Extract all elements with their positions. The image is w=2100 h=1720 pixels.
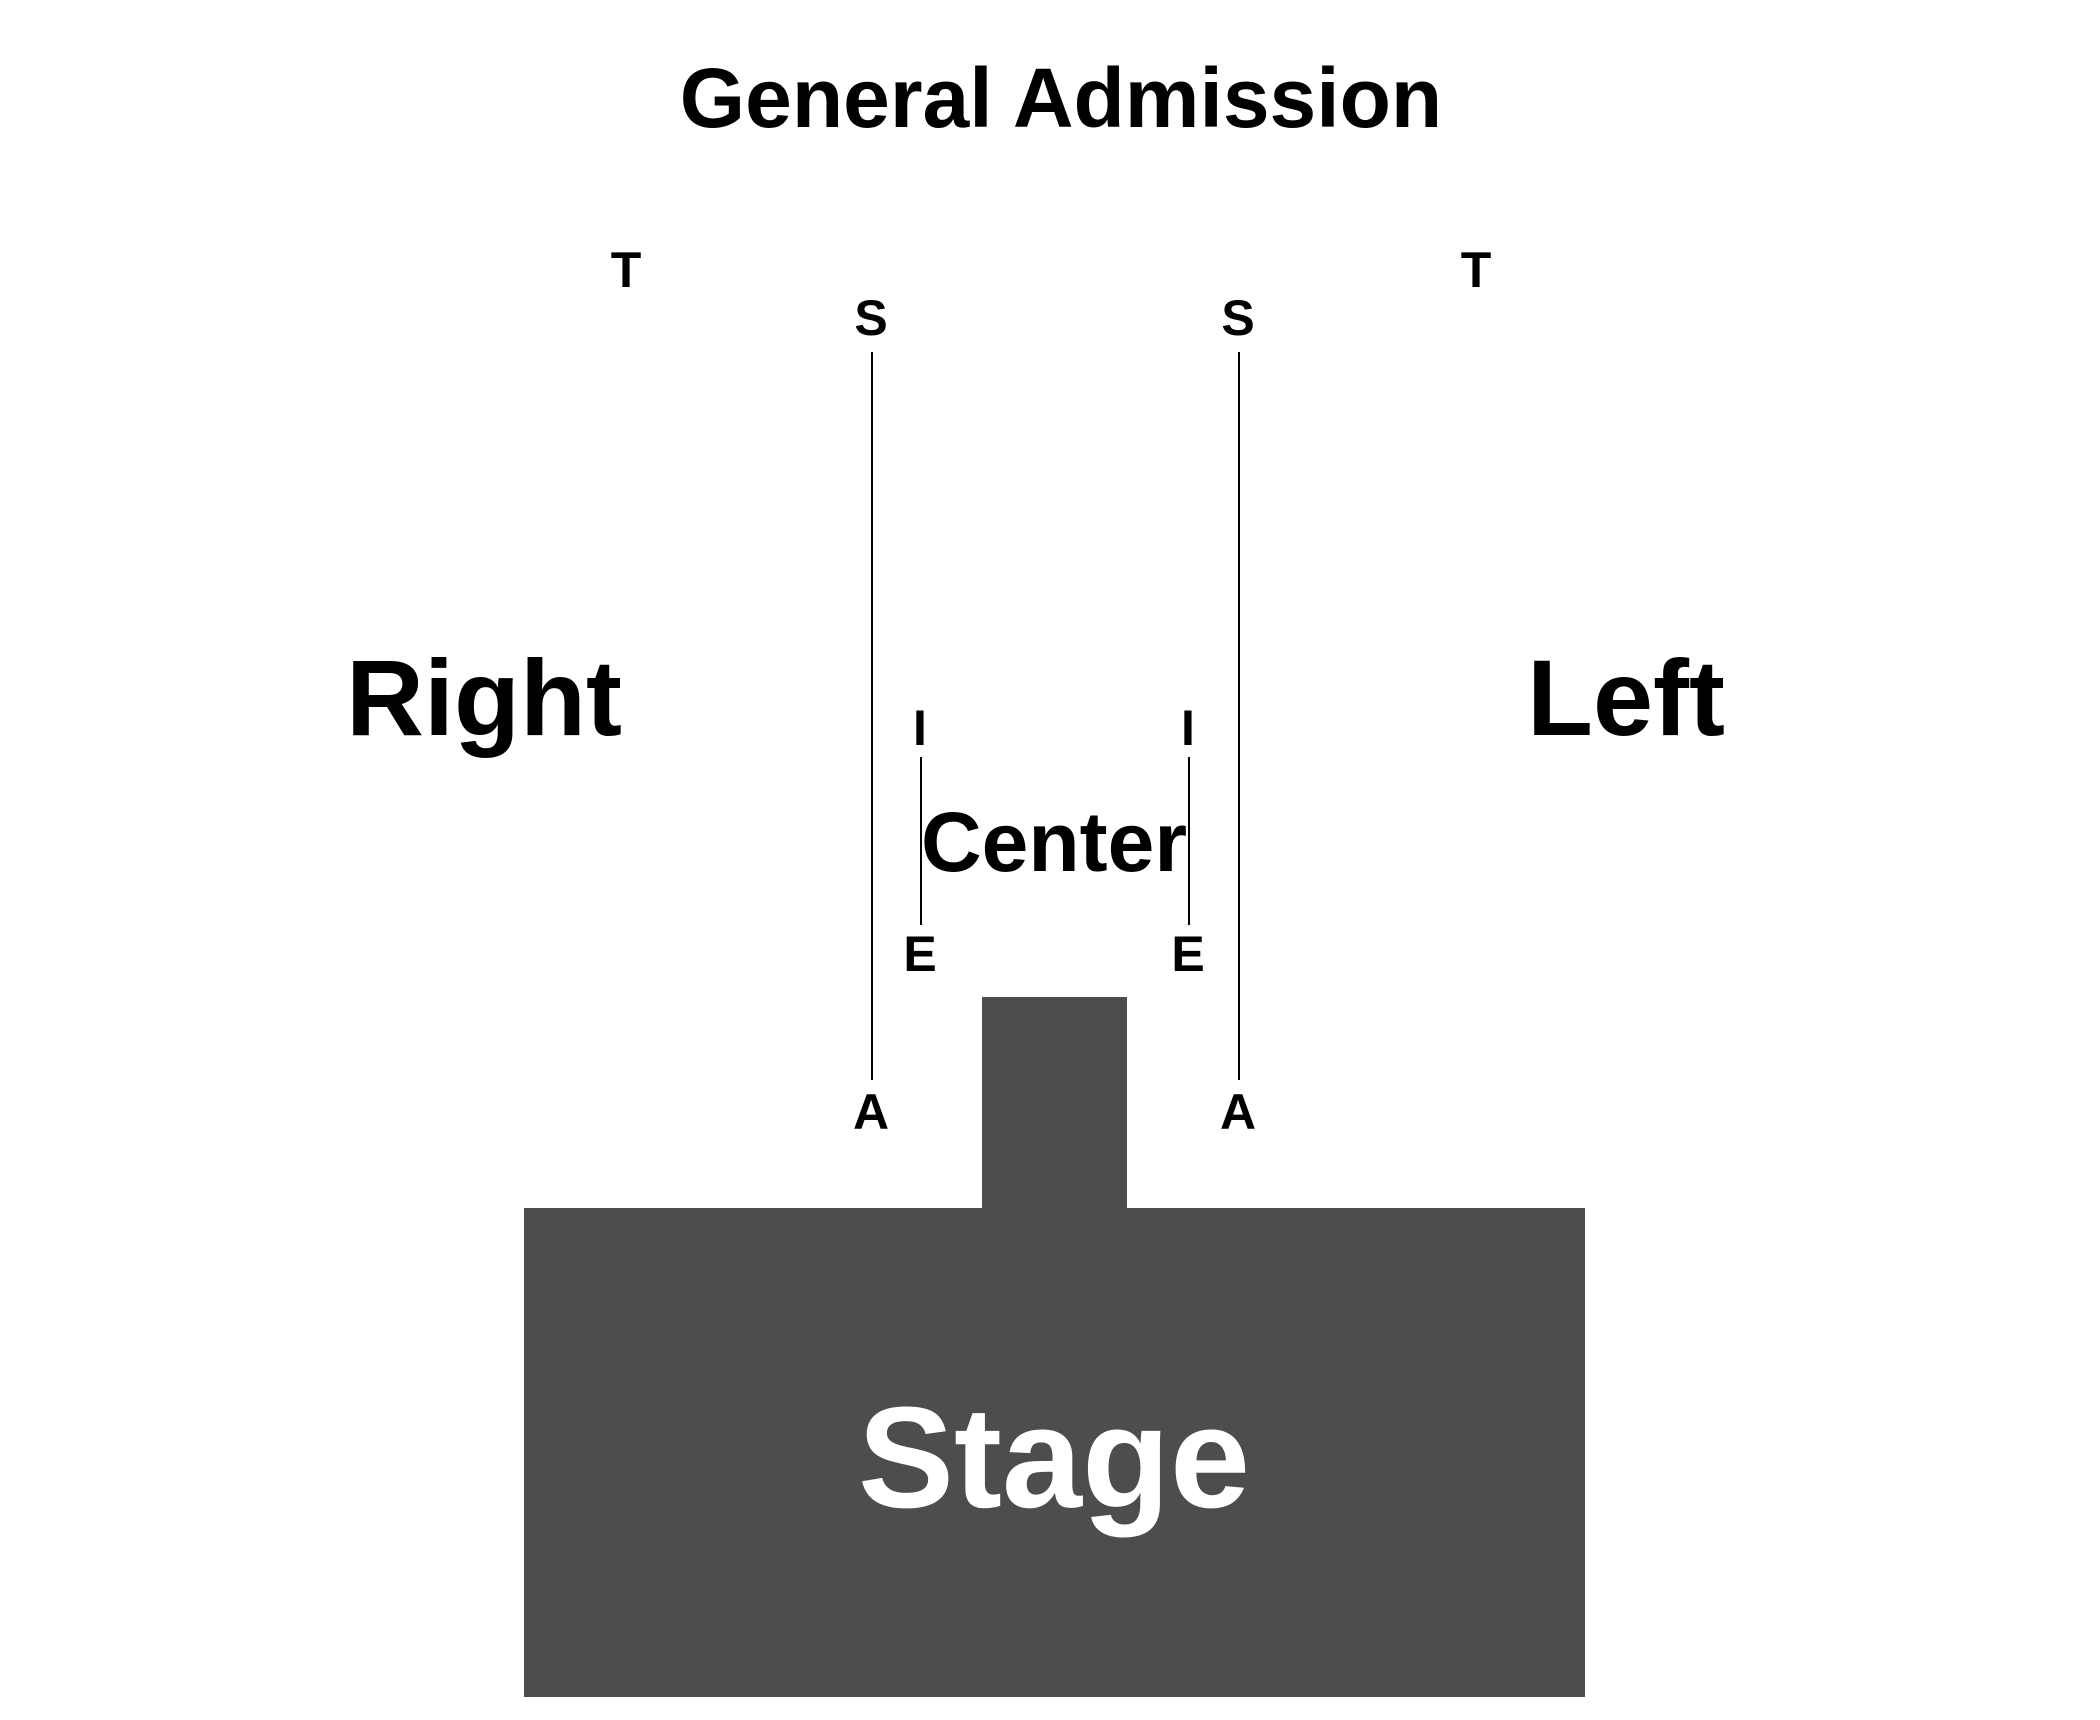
section-right: Right bbox=[346, 637, 622, 758]
section-left: Left bbox=[1527, 637, 1725, 758]
row-label-center-right-top: I bbox=[1181, 700, 1195, 756]
stage-label: Stage bbox=[857, 1377, 1251, 1538]
left-aisle-line bbox=[871, 352, 873, 1080]
section-center: Center bbox=[920, 795, 1188, 889]
stage-thrust bbox=[982, 997, 1127, 1211]
map-title: General Admission bbox=[679, 51, 1443, 145]
stage-main bbox=[524, 1208, 1585, 1697]
row-label-left-aisle-bottom: A bbox=[852, 1084, 890, 1140]
row-label-right-aisle-bottom: A bbox=[1219, 1084, 1257, 1140]
row-label-center-right-bottom: E bbox=[1171, 926, 1205, 982]
row-label-left-aisle-top: S bbox=[854, 290, 888, 346]
row-label-center-left-top: I bbox=[913, 700, 927, 756]
row-label-left-outer-top: T bbox=[1460, 242, 1492, 298]
center-left-line bbox=[920, 757, 922, 925]
right-aisle-line bbox=[1238, 352, 1240, 1080]
row-label-right-outer-top: T bbox=[610, 242, 642, 298]
row-label-right-aisle-top: S bbox=[1221, 290, 1255, 346]
row-label-center-left-bottom: E bbox=[903, 926, 937, 982]
center-right-line bbox=[1188, 757, 1190, 925]
